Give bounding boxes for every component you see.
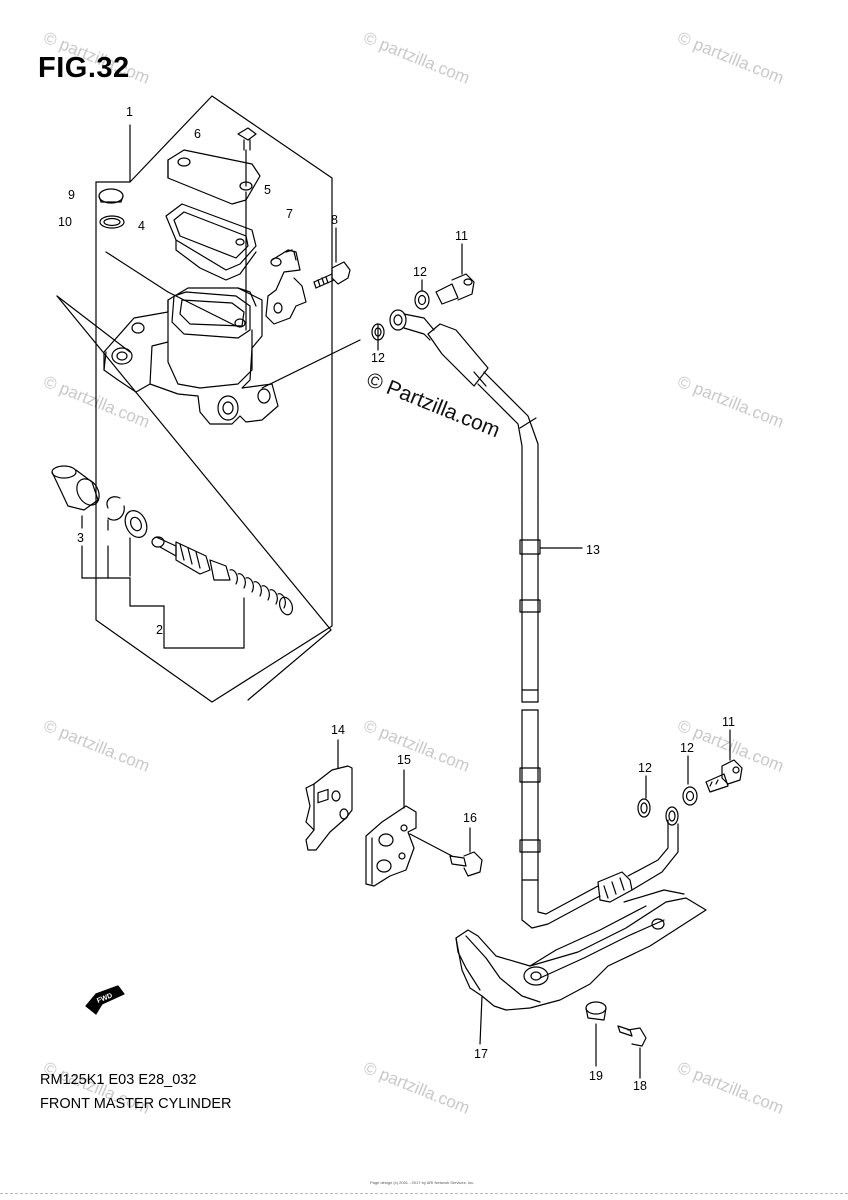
model-code: RM125K1 E03 E28_032 xyxy=(40,1072,197,1088)
guide-bracket xyxy=(365,769,453,887)
callout-14: 14 xyxy=(331,723,345,737)
callout-15: 15 xyxy=(397,753,411,767)
piston-rod xyxy=(151,536,294,616)
figure-title: FIG.32 xyxy=(38,52,130,84)
callout-labels: 1 2 3 4 5 6 7 8 9 10 11 12 12 13 14 15 1… xyxy=(58,105,735,1093)
assembly-box xyxy=(56,95,333,703)
callout-11: 11 xyxy=(455,229,468,243)
callout-12: 12 xyxy=(680,741,694,755)
reservoir-cap xyxy=(167,149,261,331)
holder-clamp xyxy=(265,249,307,325)
callout-12: 12 xyxy=(413,265,427,279)
ring-part xyxy=(99,215,125,229)
callout-19: 19 xyxy=(589,1069,603,1083)
footer-credit: Page design (c) 2001 - 2017 by ARI Netwo… xyxy=(370,1180,475,1185)
guard-bolt xyxy=(617,1025,647,1079)
plate-part xyxy=(98,188,124,204)
callout-5: 5 xyxy=(264,183,271,197)
callout-17: 17 xyxy=(474,1047,488,1061)
callout-4: 4 xyxy=(138,219,145,233)
callout-12: 12 xyxy=(638,761,652,775)
page-divider xyxy=(0,1193,848,1194)
callout-1: 1 xyxy=(126,105,133,119)
callout-2: 2 xyxy=(156,623,163,637)
callout-3: 3 xyxy=(77,531,84,545)
callout-9: 9 xyxy=(68,188,75,202)
forward-arrow-icon xyxy=(85,985,125,1015)
bolt xyxy=(313,227,351,289)
callout-12: 12 xyxy=(371,351,385,365)
callout-11: 11 xyxy=(722,715,735,729)
callout-10: 10 xyxy=(58,215,72,229)
guide-plate xyxy=(305,739,353,851)
dust-boot xyxy=(51,465,100,529)
figure-name: FRONT MASTER CYLINDER xyxy=(40,1096,232,1112)
guide-bolt xyxy=(449,827,483,877)
circlip xyxy=(106,496,125,531)
diaphragm xyxy=(165,203,257,281)
collar xyxy=(585,1001,607,1067)
master-cylinder-body xyxy=(103,287,279,425)
callout-brackets xyxy=(81,545,245,649)
screw xyxy=(237,127,257,151)
callout-8: 8 xyxy=(331,213,338,227)
lower-union-bolt xyxy=(645,729,743,806)
caliper-guard xyxy=(455,889,707,1045)
brake-hose xyxy=(371,309,679,929)
callout-18: 18 xyxy=(633,1079,647,1093)
callout-16: 16 xyxy=(463,811,477,825)
callout-13: 13 xyxy=(586,543,600,557)
upper-union-bolt xyxy=(377,243,475,351)
callout-6: 6 xyxy=(194,127,201,141)
callout-7: 7 xyxy=(286,207,293,221)
washer-piston xyxy=(124,510,148,577)
